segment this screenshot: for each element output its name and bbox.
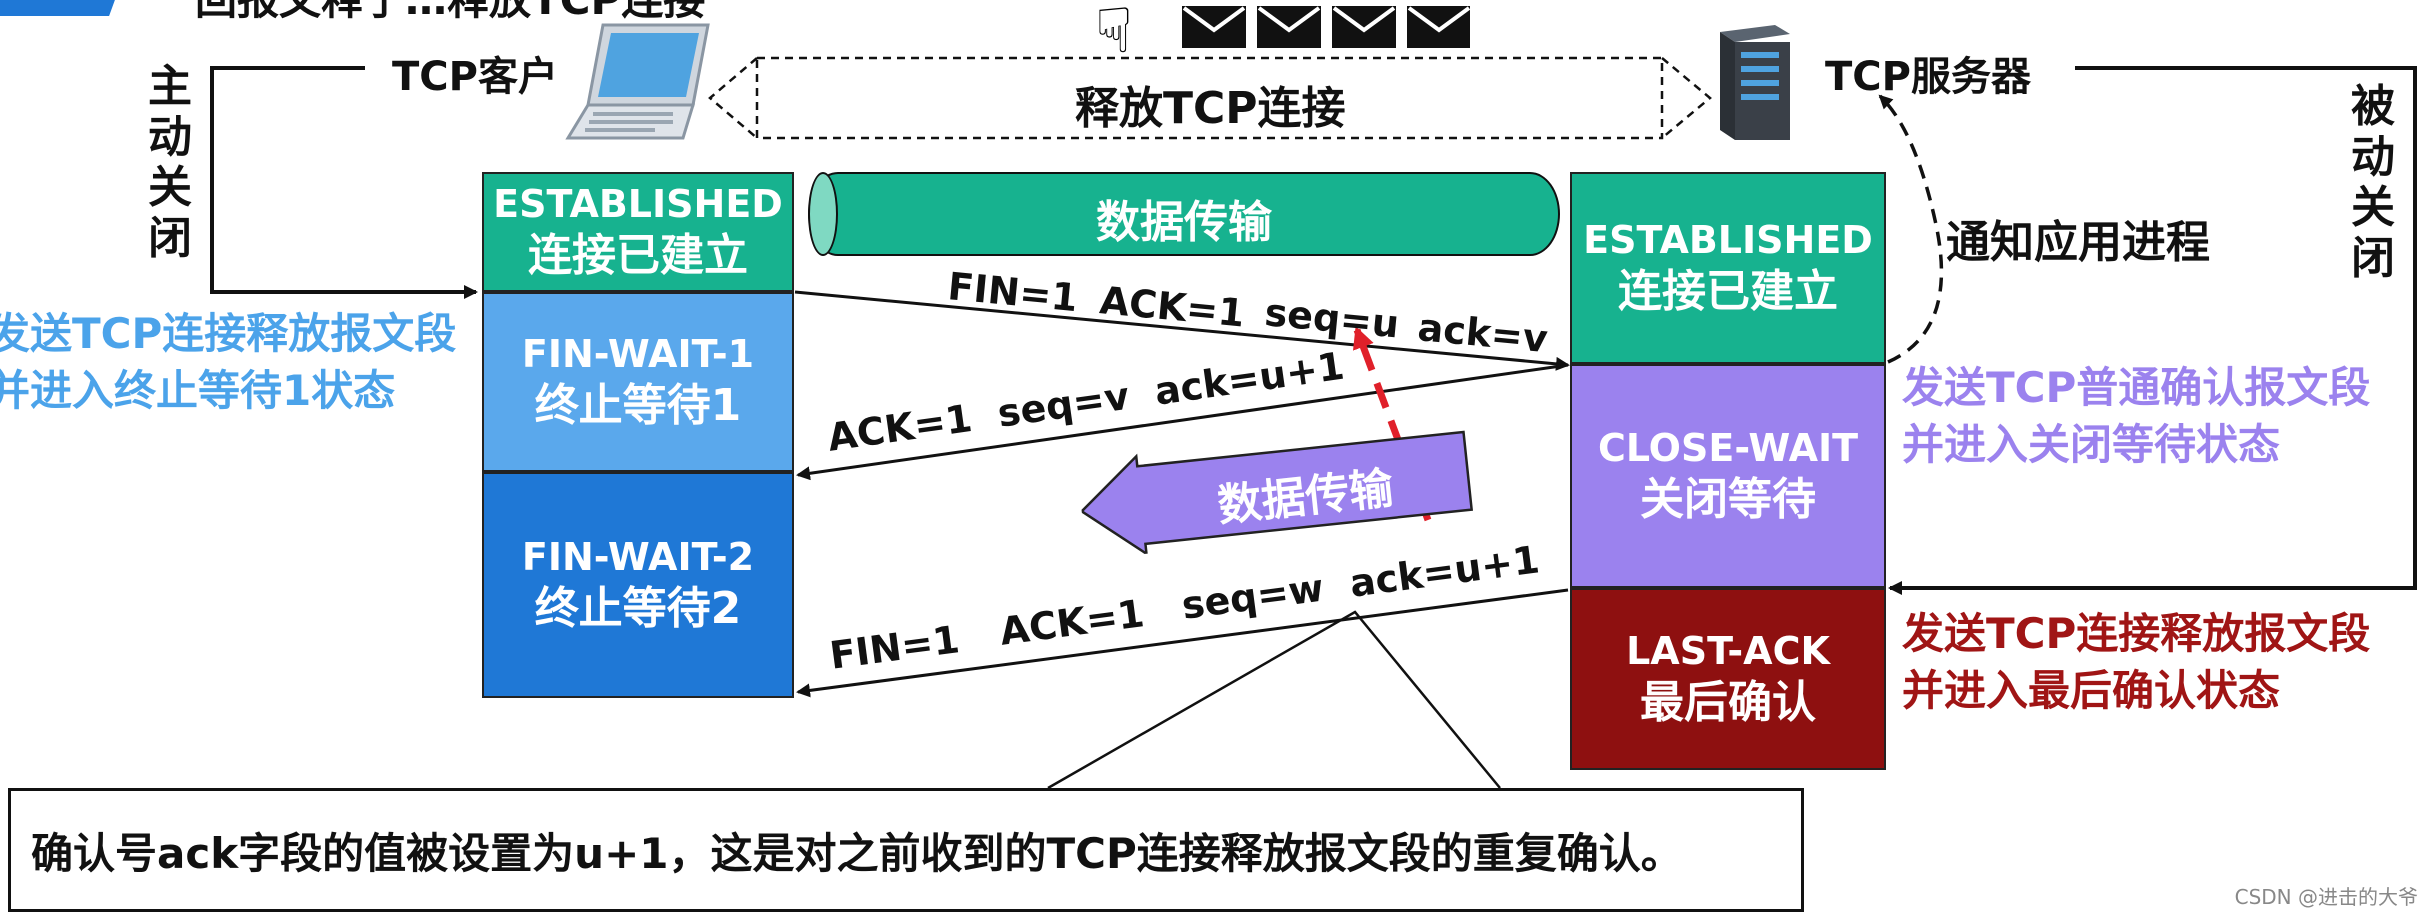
envelope-icon <box>1182 6 1246 48</box>
state-en: CLOSE-WAIT <box>1598 425 1858 473</box>
state-cn: 终止等待1 <box>535 378 742 433</box>
client-state-established: ESTABLISHED 连接已建立 <box>482 172 794 292</box>
active-close-label: 主动关闭 <box>145 62 195 264</box>
notify-app-label: 通知应用进程 <box>1946 206 2210 270</box>
server-state-established: ESTABLISHED 连接已建立 <box>1570 172 1886 364</box>
envelope-row <box>1180 2 1470 52</box>
state-cn: 终止等待2 <box>535 581 742 636</box>
client-label: TCP客户 <box>392 44 558 102</box>
envelope-icon <box>1407 6 1470 48</box>
server-state-last-ack: LAST-ACK 最后确认 <box>1570 588 1886 770</box>
state-en: FIN-WAIT-2 <box>522 534 754 582</box>
envelope-icon <box>1257 6 1321 48</box>
state-en: LAST-ACK <box>1626 628 1830 676</box>
release-banner-label: 释放TCP连接 <box>1075 72 1346 136</box>
data-transfer-pipe: 数据传输 <box>808 172 1560 256</box>
pointing-hand-icon: ☟ <box>1095 0 1133 62</box>
state-en: FIN-WAIT-1 <box>522 331 754 379</box>
client-state-fin-wait-2: FIN-WAIT-2 终止等待2 <box>482 472 794 698</box>
server-state-close-wait: CLOSE-WAIT 关闭等待 <box>1570 364 1886 588</box>
data-transfer-top-label: 数据传输 <box>808 186 1560 250</box>
state-en: ESTABLISHED <box>493 181 783 229</box>
state-cn: 关闭等待 <box>1640 472 1816 527</box>
client-send-fin-note: 发送TCP连接释放报文段 并进入终止等待1状态 <box>0 306 456 419</box>
callout-box: 确认号ack字段的值被设置为u+1，这是对之前收到的TCP连接释放报文段的重复确… <box>8 788 1804 912</box>
state-en: ESTABLISHED <box>1583 217 1873 265</box>
server-icon <box>1705 22 1795 142</box>
server-label: TCP服务器 <box>1825 44 2031 102</box>
envelope-icon <box>1332 6 1396 48</box>
server-send-fin-note: 发送TCP连接释放报文段 并进入最后确认状态 <box>1902 606 2370 719</box>
passive-close-bracket <box>1890 68 2415 588</box>
state-cn: 最后确认 <box>1640 675 1816 730</box>
notify-app-curve <box>1880 96 1941 362</box>
state-cn: 连接已建立 <box>528 228 748 283</box>
callout-text: 确认号ack字段的值被设置为u+1，这是对之前收到的TCP连接释放报文段的重复确… <box>31 820 1683 881</box>
server-send-ack-note: 发送TCP普通确认报文段 并进入关闭等待状态 <box>1902 360 2370 473</box>
client-state-fin-wait-1: FIN-WAIT-1 终止等待1 <box>482 292 794 472</box>
laptop-icon <box>563 20 713 150</box>
passive-close-label: 被动关闭 <box>2348 82 2398 284</box>
watermark: CSDN @进击的大爷 <box>2235 881 2418 910</box>
state-cn: 连接已建立 <box>1618 264 1838 319</box>
